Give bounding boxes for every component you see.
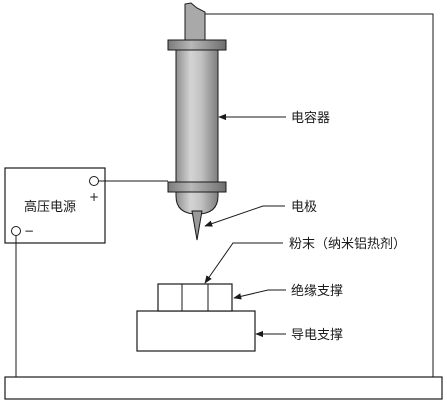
capacitor-label: 电容器 [291, 110, 330, 126]
conductive-support [136, 310, 256, 352]
negative-terminal [11, 226, 21, 236]
negative-sign: − [24, 224, 34, 238]
insulating-support [157, 283, 233, 312]
insulating-support-label: 绝缘支撑 [291, 283, 343, 299]
power-supply-box [4, 167, 106, 244]
insulating-support-leader-arrow [233, 289, 286, 300]
positive-terminal [89, 176, 99, 186]
power-supply-label: 高压电源 [24, 199, 76, 215]
capacitor-top-flange [167, 39, 227, 51]
conductive-support-label: 导电支撑 [291, 328, 343, 343]
electrode-label: 电极 [291, 200, 317, 215]
frame-wire [203, 13, 434, 377]
powder-leader-arrow [204, 242, 283, 284]
capacitor-bottom-flange [167, 181, 227, 193]
electrode-needle [191, 210, 203, 241]
electrode-leader-arrow [204, 205, 285, 227]
capacitor-body [175, 49, 219, 183]
capacitor-top-cable [184, 2, 206, 41]
powder-label: 粉末（纳米铝热剂） [289, 237, 406, 252]
positive-sign: + [89, 190, 99, 204]
base-plate [4, 376, 443, 400]
